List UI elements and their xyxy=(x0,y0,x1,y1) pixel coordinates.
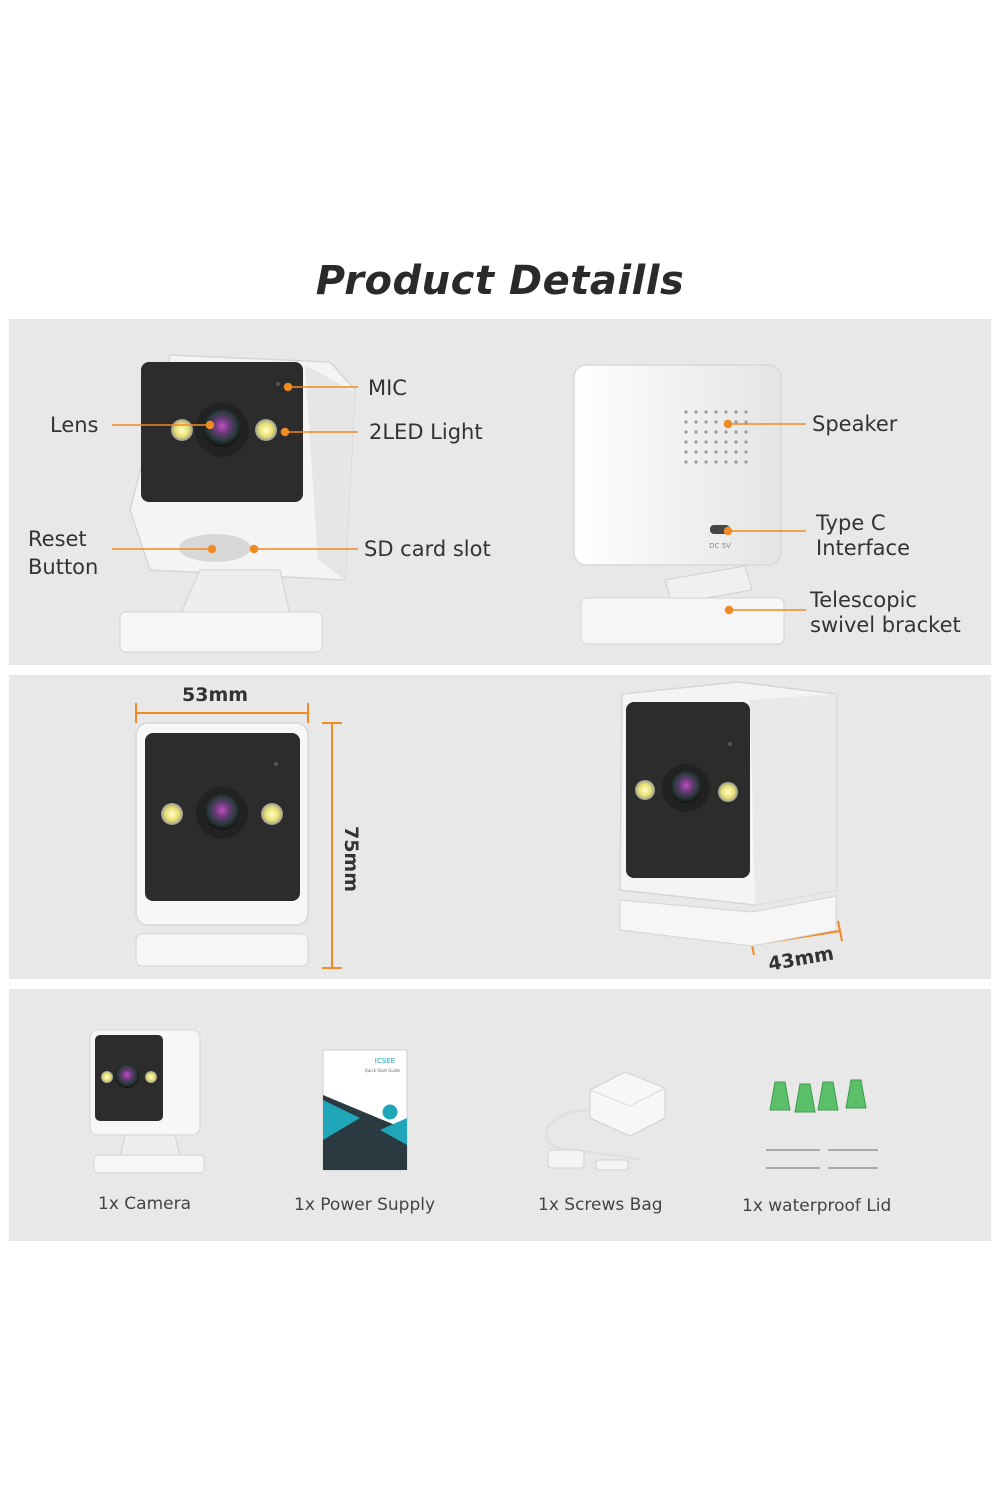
dimension-width: 53mm xyxy=(182,684,249,706)
camera-back: DC 5V xyxy=(573,364,785,645)
label-sd-card-slot: SD card slot xyxy=(364,537,491,561)
label-mic: MIC xyxy=(368,376,407,400)
label-bracket-line1: Telescopic xyxy=(810,588,917,612)
led-icon xyxy=(171,419,193,441)
guide-brand: ICSEE xyxy=(375,1057,395,1065)
quick-start-guide-image: ICSEE Quick Start Guide xyxy=(322,1049,408,1171)
label-speaker: Speaker xyxy=(812,412,898,436)
package-item-screws-bag: 1x Screws Bag xyxy=(538,1195,663,1215)
label-typec-line1: Type C xyxy=(816,511,886,535)
power-supply-image xyxy=(544,1071,666,1171)
camera-side-view xyxy=(619,681,837,947)
dimension-height: 75mm xyxy=(340,825,363,893)
callout-lines xyxy=(112,382,806,615)
label-typec-line2: Interface xyxy=(816,536,911,560)
package-item-power-supply: 1x Power Supply xyxy=(294,1195,436,1215)
port-marking: DC 5V xyxy=(709,542,731,550)
lens-icon xyxy=(203,409,241,447)
camera-front-view xyxy=(135,722,309,967)
label-reset-line1: Reset xyxy=(28,527,87,551)
page-title: Product Detaills xyxy=(315,258,685,304)
mic-hole xyxy=(276,382,280,386)
label-reset-line2: Button xyxy=(28,555,99,579)
package-camera-image xyxy=(89,1029,205,1174)
camera-base xyxy=(119,611,323,653)
label-led-light: 2LED Light xyxy=(369,420,483,444)
label-bracket-line2: swivel bracket xyxy=(810,613,961,637)
package-item-waterproof-lid: 1x waterproof Lid xyxy=(742,1196,892,1216)
waterproof-lid-screws-image xyxy=(766,1079,878,1169)
camera-front-angled xyxy=(119,354,356,653)
package-item-camera: 1x Camera xyxy=(98,1194,191,1214)
label-lens: Lens xyxy=(50,413,99,437)
guide-subtitle: Quick Start Guide xyxy=(365,1068,401,1073)
